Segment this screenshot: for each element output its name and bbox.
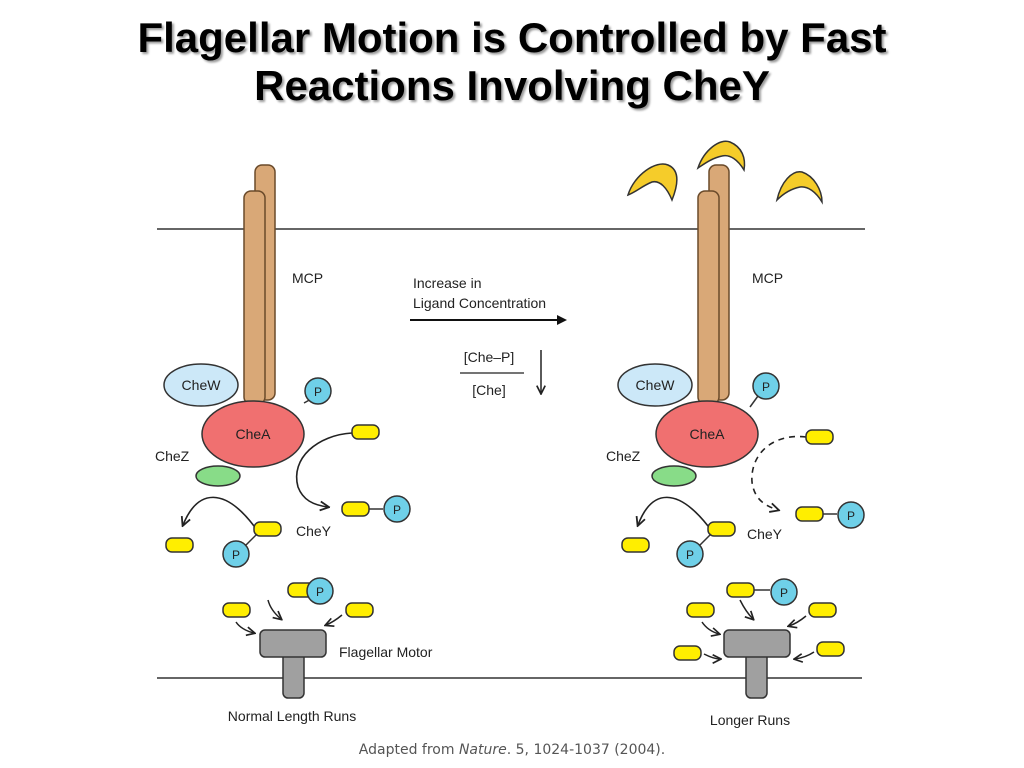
chey-protein (351, 424, 380, 440)
ligand (626, 163, 678, 202)
caption-suffix: . 5, 1024-1037 (2004). (506, 742, 666, 758)
caption-journal: Nature (458, 742, 507, 758)
ligand (775, 171, 823, 205)
phosphate-icon (676, 540, 704, 568)
citation-caption: Adapted from Nature. 5, 1024-1037 (2004)… (0, 742, 1024, 758)
chey-protein (673, 645, 702, 661)
center-transition: Increase in Ligand Concentration [Che–P]… (410, 275, 567, 398)
phosphate-icon (306, 577, 334, 605)
chey-protein (816, 641, 845, 657)
flagellar-motor-label: Flagellar Motor (339, 644, 433, 660)
increase-label-line1: Increase in (413, 275, 481, 291)
left-result-label: Normal Length Runs (228, 708, 356, 724)
chew-label: CheW (636, 377, 676, 393)
chey-protein (707, 521, 736, 537)
phosphate-icon (383, 495, 411, 523)
chez-label: CheZ (155, 448, 190, 464)
phosphate-label: P (314, 385, 322, 399)
phosphate-icon (837, 501, 865, 529)
ratio-numerator: [Che–P] (464, 349, 515, 365)
phosphate-icon (304, 377, 332, 405)
phosphate-icon (222, 540, 250, 568)
chew-protein (617, 363, 693, 407)
chea-protein (655, 400, 759, 468)
chey-protein (253, 521, 282, 537)
slide-title: Flagellar Motion is Controlled by Fast R… (0, 14, 1024, 110)
chew-protein (163, 363, 239, 407)
phosphate-label: P (686, 548, 694, 562)
chew-label: CheW (182, 377, 222, 393)
chey-protein (805, 429, 834, 445)
chey-protein (341, 501, 370, 517)
left-panel: MCP CheW CheA P CheZ P CheY P P (155, 164, 433, 724)
chez-protein (195, 465, 241, 487)
right-result-label: Longer Runs (710, 712, 790, 728)
phosphate-label: P (232, 548, 240, 562)
increase-label-line2: Ligand Concentration (413, 295, 546, 311)
chey-protein (621, 537, 650, 553)
chey-label: CheY (747, 526, 783, 542)
phosphate-label: P (780, 586, 788, 600)
ratio-denominator: [Che] (472, 382, 505, 398)
chey-protein (795, 506, 824, 522)
phosphate-label: P (847, 509, 855, 523)
ligand (696, 140, 746, 173)
chey-protein (808, 602, 837, 618)
chez-protein (651, 465, 697, 487)
title-line-1: Flagellar Motion is Controlled by Fast (137, 14, 887, 61)
phosphate-label: P (762, 380, 770, 394)
phosphate-icon (770, 578, 798, 606)
chey-protein (345, 602, 374, 618)
mcp-label: MCP (752, 270, 783, 286)
chey-protein (686, 602, 715, 618)
mcp-receptor (697, 164, 730, 405)
chey-protein (165, 537, 194, 553)
phosphate-icon (752, 372, 780, 400)
chey-label: CheY (296, 523, 332, 539)
mcp-label: MCP (292, 270, 323, 286)
chea-protein (201, 400, 305, 468)
title-line-2: Reactions Involving CheY (254, 62, 770, 109)
phosphate-label: P (393, 503, 401, 517)
chey-protein (222, 602, 251, 618)
caption-prefix: Adapted from (358, 742, 459, 758)
mcp-receptor (243, 164, 276, 405)
chea-label: CheA (235, 426, 271, 442)
flagellar-motor (723, 629, 791, 699)
phosphate-label: P (316, 585, 324, 599)
chea-label: CheA (689, 426, 725, 442)
chez-label: CheZ (606, 448, 641, 464)
flagellar-motor (259, 629, 327, 699)
chey-protein (726, 582, 755, 598)
right-panel: MCP CheW CheA P CheZ P CheY P P (606, 140, 865, 728)
